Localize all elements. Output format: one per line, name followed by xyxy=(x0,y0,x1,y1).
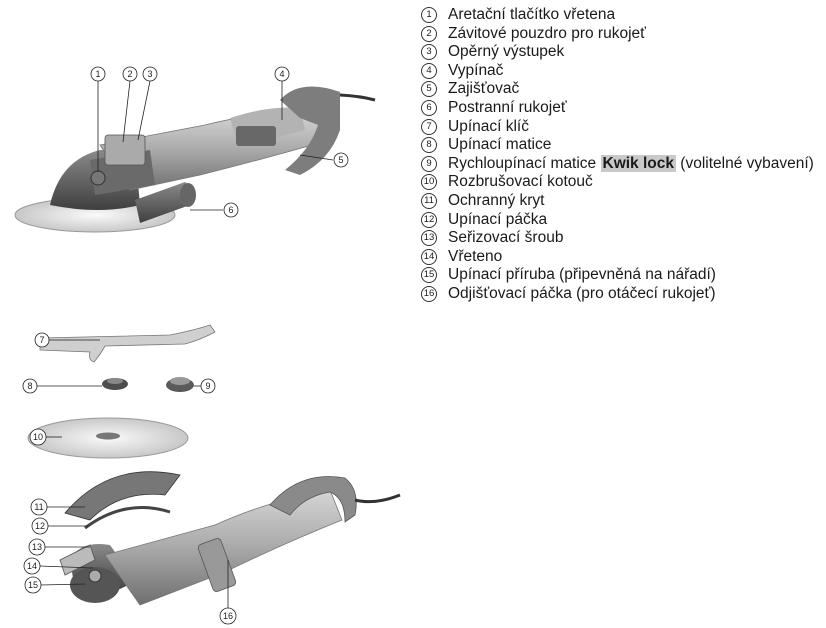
legend-label: Upínací páčka xyxy=(448,211,820,230)
bottom-grinder-drawing xyxy=(60,472,400,605)
kwik-lock-highlight: Kwik lock xyxy=(601,155,677,172)
legend-item-5: 5 Zajišťovač xyxy=(420,80,820,99)
legend-label: Upínací matice xyxy=(448,136,820,155)
legend-label: Rozbrušovací kotouč xyxy=(448,173,820,192)
legend-number: 5 xyxy=(421,81,437,97)
legend-item-7: 7 Upínací klíč xyxy=(420,118,820,137)
legend-item-2: 2 Závitové pouzdro pro rukojeť xyxy=(420,25,820,44)
legend-number: 10 xyxy=(421,174,437,190)
legend-label: Postranní rukojeť xyxy=(448,99,820,118)
legend-number: 7 xyxy=(421,119,437,135)
legend-number: 16 xyxy=(421,286,437,302)
legend-item-10: 10 Rozbrušovací kotouč xyxy=(420,173,820,192)
legend-label: Odjišťovací páčka (pro otáčecí rukojeť) xyxy=(448,285,820,304)
callout-2: 2 xyxy=(123,67,137,81)
legend-item-15: 15 Upínací příruba (připevněná na nářadí) xyxy=(420,266,820,285)
svg-text:7: 7 xyxy=(39,335,44,345)
callout-14: 14 xyxy=(24,558,40,574)
svg-text:11: 11 xyxy=(34,502,43,512)
legend-label: Opěrný výstupek xyxy=(448,43,820,62)
legend-number: 13 xyxy=(421,230,437,246)
legend-number: 2 xyxy=(421,26,437,42)
accessories-drawing xyxy=(28,325,215,458)
svg-text:15: 15 xyxy=(28,580,38,590)
legend-item-16: 16 Odjišťovací páčka (pro otáčecí rukojeť… xyxy=(420,285,820,304)
svg-text:13: 13 xyxy=(32,542,42,552)
legend-item-1: 1 Aretační tlačítko vřetena xyxy=(420,6,820,25)
legend-item-12: 12 Upínací páčka xyxy=(420,211,820,230)
legend-item-8: 8 Upínací matice xyxy=(420,136,820,155)
legend-label: Upínací klíč xyxy=(448,118,820,137)
legend-label: Seřizovací šroub xyxy=(448,229,820,248)
legend-number: 15 xyxy=(421,267,437,283)
callout-11: 11 xyxy=(31,499,47,515)
svg-text:2: 2 xyxy=(127,69,132,79)
callout-5: 5 xyxy=(334,153,348,167)
legend-label: Vřeteno xyxy=(448,248,820,267)
svg-text:5: 5 xyxy=(338,155,343,165)
callout-15: 15 xyxy=(25,577,41,593)
legend-item-9: 9 Rychloupínací matice Kwik lock (volitel… xyxy=(420,155,820,174)
callout-3: 3 xyxy=(143,67,157,81)
callout-4: 4 xyxy=(275,67,289,81)
svg-text:14: 14 xyxy=(27,561,37,571)
callout-13: 13 xyxy=(29,539,45,555)
legend-number: 9 xyxy=(421,156,437,172)
legend-number: 11 xyxy=(421,193,437,209)
callout-10: 10 xyxy=(30,429,46,445)
svg-text:4: 4 xyxy=(279,69,284,79)
svg-text:9: 9 xyxy=(205,381,210,391)
legend-number: 3 xyxy=(421,44,437,60)
legend-item-6: 6 Postranní rukojeť xyxy=(420,99,820,118)
legend-number: 8 xyxy=(421,137,437,153)
legend-label: Závitové pouzdro pro rukojeť xyxy=(448,25,820,44)
legend-number: 6 xyxy=(421,100,437,116)
svg-text:10: 10 xyxy=(33,432,43,442)
legend-item-11: 11 Ochranný kryt xyxy=(420,192,820,211)
legend-item-14: 14 Vřeteno xyxy=(420,248,820,267)
callout-1: 1 xyxy=(91,67,105,81)
legend-number: 1 xyxy=(421,7,437,23)
legend-label: Vypínač xyxy=(448,62,820,81)
callout-7: 7 xyxy=(35,333,49,347)
parts-legend: 1 Aretační tlačítko vřetena 2 Závitové pou… xyxy=(420,6,820,304)
legend-label: Aretační tlačítko vřetena xyxy=(448,6,820,25)
svg-text:6: 6 xyxy=(228,205,233,215)
legend-item-4: 4 Vypínač xyxy=(420,62,820,81)
callout-16: 16 xyxy=(220,608,236,624)
legend-item-3: 3 Opěrný výstupek xyxy=(420,43,820,62)
callout-6: 6 xyxy=(224,203,238,217)
legend-label: Zajišťovač xyxy=(448,80,820,99)
legend-number: 12 xyxy=(421,212,437,228)
svg-text:12: 12 xyxy=(35,521,45,531)
svg-text:1: 1 xyxy=(95,69,100,79)
callout-12: 12 xyxy=(32,518,48,534)
legend-number: 4 xyxy=(421,63,437,79)
callout-9: 9 xyxy=(201,379,215,393)
legend-label: Upínací příruba (připevněná na nářadí) xyxy=(448,266,820,285)
legend-number: 14 xyxy=(421,249,437,265)
callout-8: 8 xyxy=(23,379,37,393)
angle-grinder-figure: 1 2 3 4 5 6 7 8 9 10 11 12 13 14 15 16 xyxy=(0,0,420,628)
svg-text:8: 8 xyxy=(27,381,32,391)
svg-text:3: 3 xyxy=(147,69,152,79)
legend-item-13: 13 Seřizovací šroub xyxy=(420,229,820,248)
legend-label: Rychloupínací matice Kwik lock (voliteln… xyxy=(448,155,820,174)
legend-label: Ochranný kryt xyxy=(448,192,820,211)
svg-text:16: 16 xyxy=(223,611,233,621)
